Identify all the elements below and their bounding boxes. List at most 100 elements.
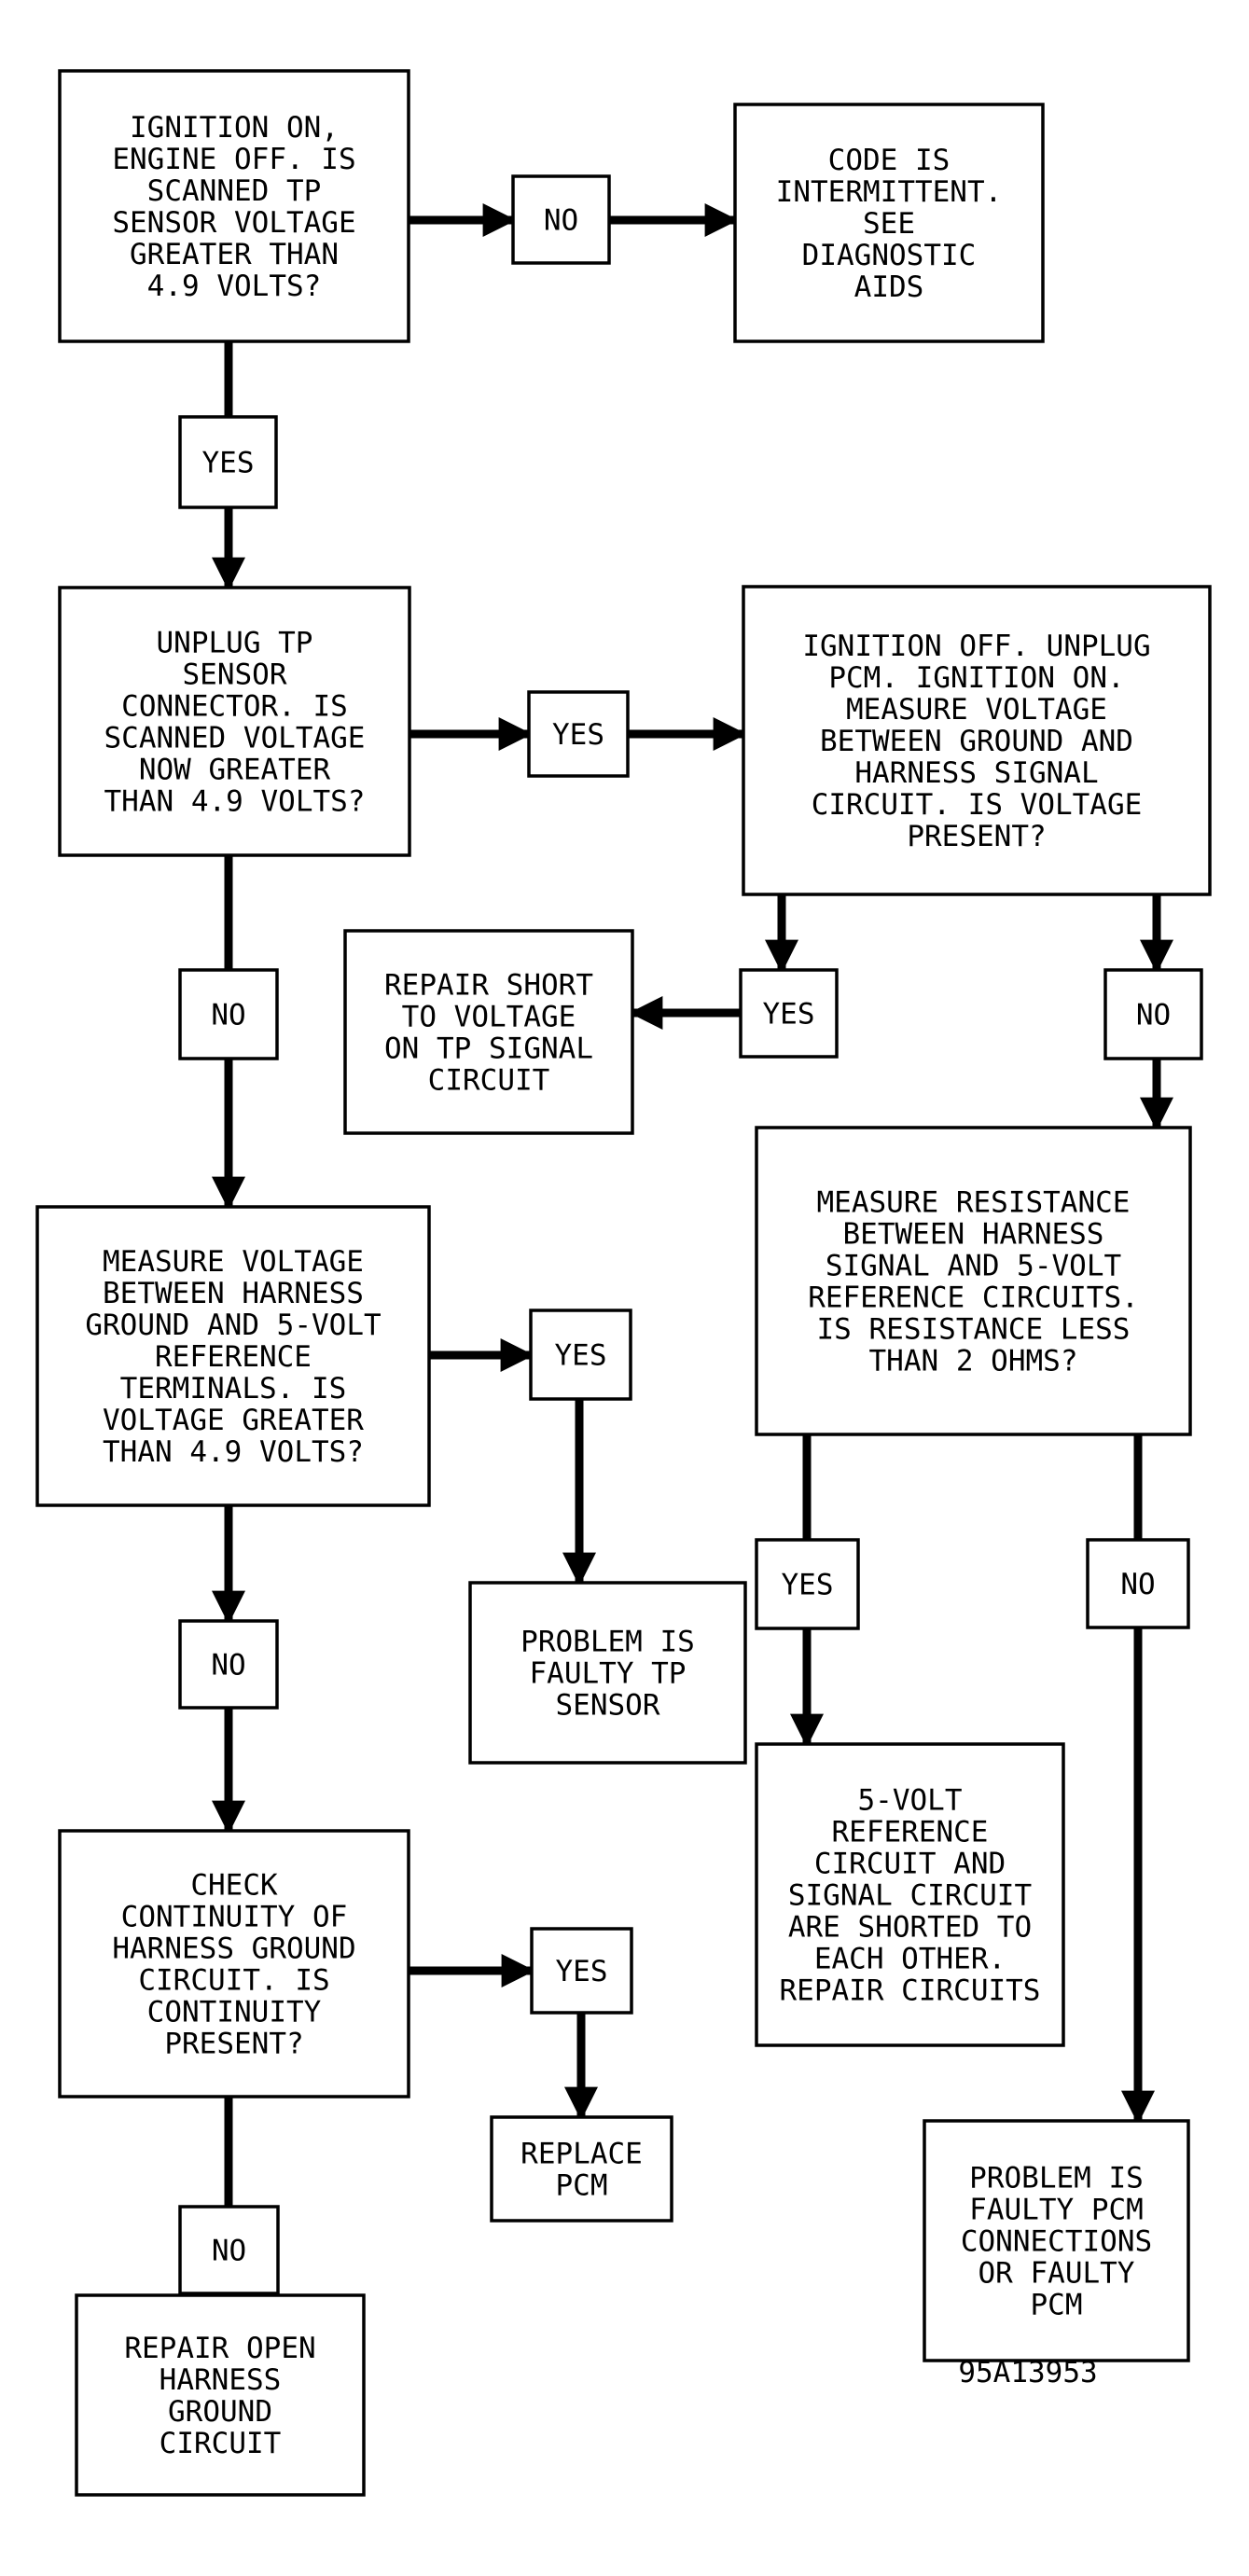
box-text-line: NO: [1120, 1568, 1155, 1601]
box-text-line: MEASURE RESISTANCE: [817, 1186, 1131, 1220]
yes-label-box-frame: [530, 1927, 633, 2015]
box-text-line: FAULTY PCM: [969, 2194, 1144, 2227]
question-box-frame: [58, 1829, 410, 2098]
box-text-line: SENSOR VOLTAGE: [112, 206, 355, 240]
box-text-line: PROBLEM IS: [520, 1626, 695, 1659]
box-text-line: YES: [552, 718, 604, 752]
no-label-box: NO: [178, 1619, 279, 1710]
box-text-line: THAN 4.9 VOLTS?: [103, 1435, 364, 1469]
box-text-line: THAN 4.9 VOLTS?: [104, 785, 366, 819]
box-text-line: BETWEEN GROUND AND: [820, 725, 1133, 758]
result-box-replace-pcm-frame: [490, 2115, 673, 2223]
box-text-line: EACH OTHER.: [814, 1943, 1006, 1976]
box-text-line: NOW GREATER: [139, 754, 331, 787]
box-text-line: PRESENT?: [164, 2028, 303, 2061]
yes-label-box-frame: [739, 968, 839, 1059]
result-box-intermittent-frame: [733, 103, 1045, 343]
box-text-line: CIRCUIT: [428, 1064, 550, 1098]
box-text-line: SENSOR: [556, 1689, 660, 1723]
box-text-line: TO VOLTAGE: [402, 1001, 576, 1034]
box-text-line: REPAIR CIRCUITS: [780, 1974, 1041, 2008]
box-text-line: CIRCUIT. IS: [138, 1964, 329, 1998]
box-text-line: IGNITION OFF. UNPLUG: [802, 630, 1150, 663]
box-text-line: YES: [763, 998, 815, 1032]
question-box-frame: [742, 585, 1212, 896]
no-label-box-frame: [511, 174, 611, 265]
result-box-repair-open-frame: [75, 2293, 366, 2497]
box-text-line: TERMINALS. IS: [120, 1372, 347, 1406]
yes-label-box: YES: [529, 1309, 632, 1401]
box-text-line: PCM: [556, 2169, 608, 2203]
box-text-line: UNPLUG TP: [157, 627, 313, 660]
box-text-line: SENSOR: [183, 658, 287, 692]
box-text-line: IGNITION ON,: [130, 111, 339, 145]
box-text-line: SEE: [863, 207, 915, 241]
box-text-line: IS RESISTANCE LESS: [817, 1313, 1131, 1347]
no-label-box-frame: [178, 1619, 279, 1710]
no-label-box-frame: [178, 968, 279, 1060]
no-label-box-frame: [178, 2205, 280, 2295]
box-text-line: OR FAULTY: [978, 2257, 1135, 2291]
box-text-line: ON TP SIGNAL: [384, 1032, 593, 1066]
box-text-line: MEASURE VOLTAGE: [103, 1245, 364, 1279]
result-box-shorted-frame: [755, 1742, 1065, 2047]
box-text-line: PCM. IGNITION ON.: [828, 661, 1124, 695]
box-text-line: NO: [211, 999, 245, 1032]
result-box-faulty-tp-frame: [468, 1581, 747, 1765]
box-text-line: HARNESS: [160, 2363, 282, 2397]
box-text-line: 4.9 VOLTS?: [147, 270, 322, 303]
no-label-box: NO: [1103, 968, 1203, 1060]
yes-label-box: YES: [739, 968, 839, 1059]
box-text-line: FAULTY TP: [530, 1657, 687, 1691]
box-text-line: ENGINE OFF. IS: [112, 143, 355, 176]
no-label-box: NO: [178, 2205, 280, 2295]
box-text-line: SCANNED VOLTAGE: [104, 722, 366, 755]
box-text-line: YES: [555, 1339, 607, 1373]
box-text-line: REFERENCE: [155, 1340, 312, 1374]
box-text-line: NO: [211, 1649, 245, 1683]
box-text-line: SIGNAL CIRCUIT: [788, 1879, 1032, 1913]
box-text-line: DIAGNOSTIC: [802, 239, 977, 272]
no-label-box: NO: [178, 968, 279, 1060]
no-label-box-frame: [1103, 968, 1203, 1060]
flow-connectors: [212, 203, 1173, 2299]
box-text-line: 5-VOLT: [858, 1784, 963, 1818]
box-text-line: PROBLEM IS: [969, 2162, 1144, 2195]
box-text-line: NO: [1136, 999, 1171, 1032]
box-text-line: CIRCUIT AND: [814, 1848, 1006, 1881]
box-text-line: GREATER THAN: [130, 238, 339, 271]
box-text-line: SIGNAL AND 5-VOLT: [826, 1250, 1121, 1283]
box-text-line: NO: [544, 204, 578, 238]
box-text-line: CONNECTIONS: [961, 2225, 1152, 2259]
result-box-faulty-pcm-frame: [923, 2119, 1190, 2362]
yes-label-box-frame: [527, 690, 630, 778]
box-text-line: HARNESS SIGNAL: [854, 756, 1098, 790]
box-text-line: CIRCUIT. IS VOLTAGE: [812, 788, 1143, 822]
yes-label-box-frame: [755, 1538, 860, 1630]
box-text-line: REPAIR OPEN: [124, 2332, 315, 2365]
box-text-line: BETWEEN HARNESS: [103, 1277, 364, 1310]
yes-label-box-frame: [178, 415, 278, 509]
no-label-box: NO: [1086, 1538, 1190, 1629]
question-box-frame: [755, 1126, 1192, 1436]
yes-label-box: YES: [178, 415, 278, 509]
box-text-line: YES: [556, 1955, 608, 1988]
yes-label-box: YES: [527, 690, 630, 778]
box-text-line: NO: [212, 2235, 246, 2268]
box-text-line: AIDS: [854, 270, 924, 304]
box-text-line: GROUND: [168, 2395, 272, 2429]
box-text-line: SCANNED TP: [147, 174, 322, 208]
box-text-line: REPAIR SHORT: [384, 969, 593, 1003]
box-text-line: MEASURE VOLTAGE: [846, 693, 1107, 727]
